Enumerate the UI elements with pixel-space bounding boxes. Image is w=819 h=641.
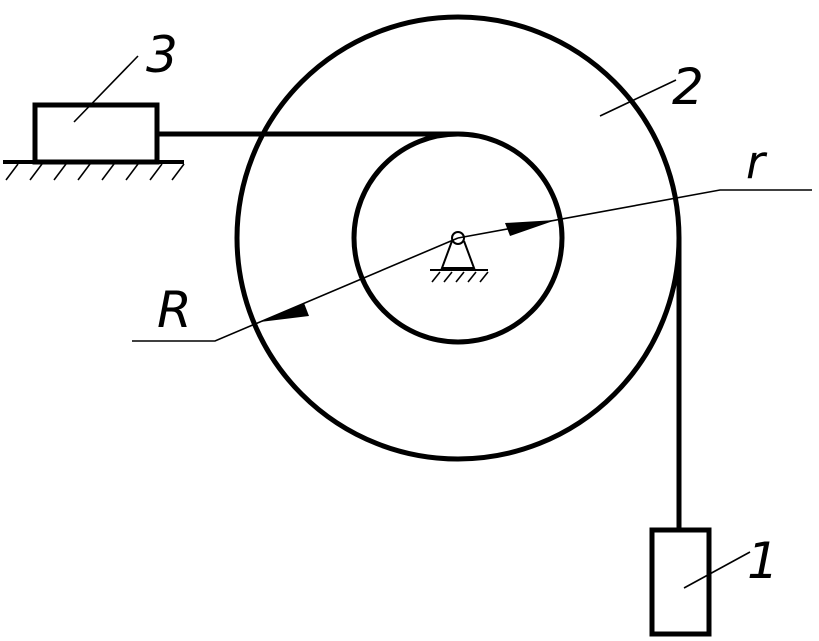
label-wheel: 2: [672, 58, 704, 116]
radius-R-dimension: [132, 237, 459, 342]
leader-1: [683, 551, 751, 589]
label-weight: 1: [747, 532, 779, 590]
leader-3: [73, 55, 139, 123]
label-inner-radius: r: [746, 135, 768, 189]
label-block: 3: [146, 26, 178, 84]
hanging-weight-1: [649, 527, 712, 637]
pivot-support: [430, 231, 489, 283]
block-3: [32, 102, 160, 165]
inner-drum: [351, 131, 565, 345]
radius-r-dimension: [457, 189, 812, 239]
ground-surface: [3, 160, 185, 181]
label-outer-radius: R: [157, 281, 192, 339]
leader-2: [599, 79, 677, 117]
